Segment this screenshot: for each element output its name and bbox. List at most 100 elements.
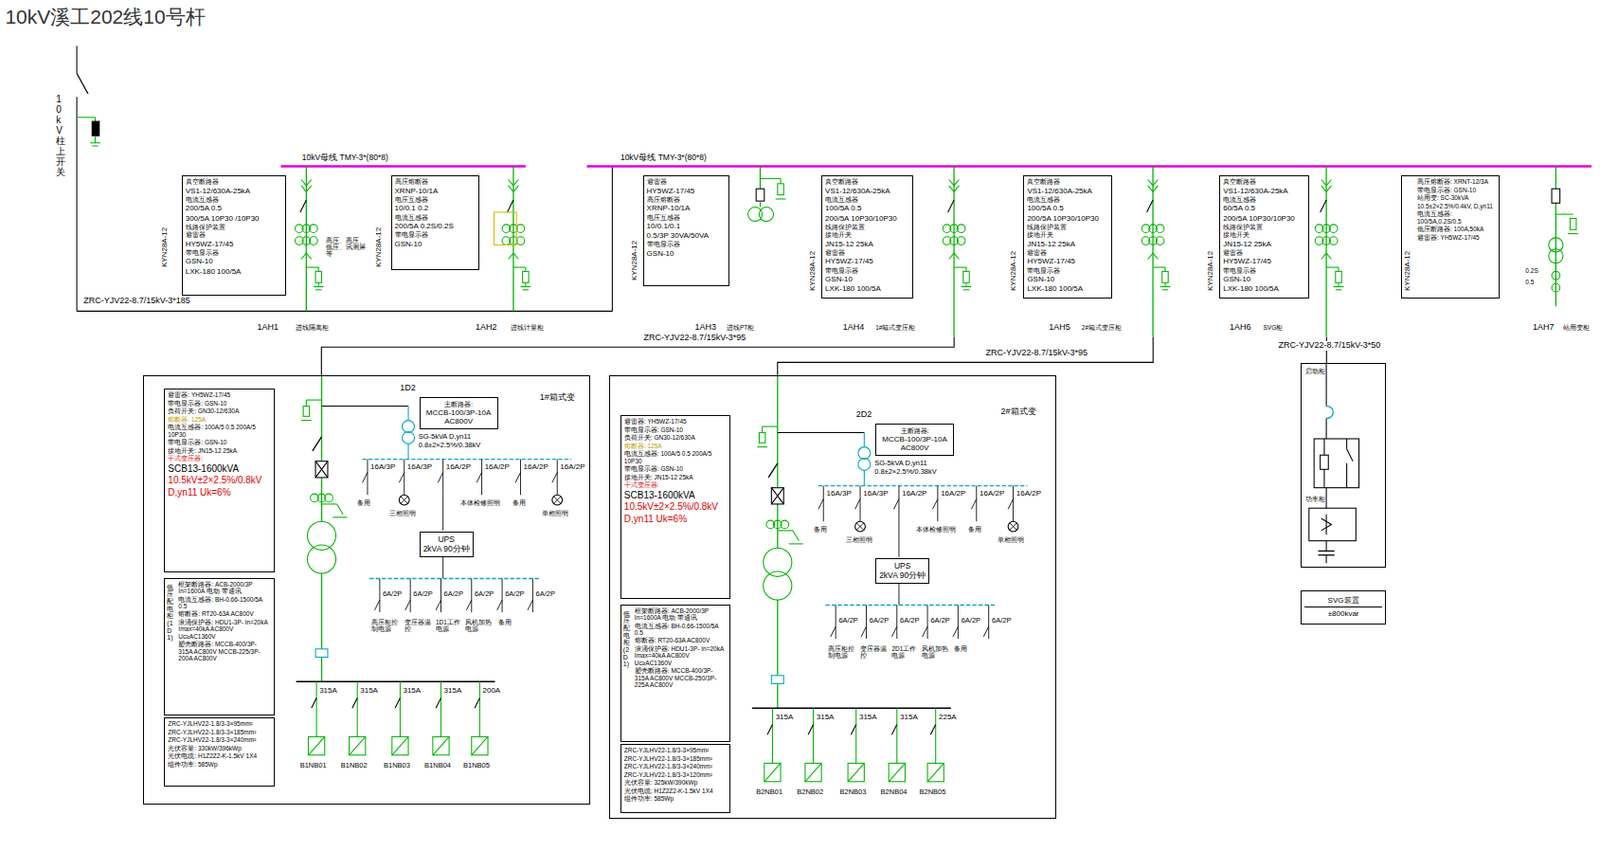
breaker-symbol [850,723,856,735]
wire [502,578,504,613]
wire [76,45,78,73]
spec-text: VS1-12/630A-25kA [185,186,283,196]
breaker-symbol [1147,199,1153,213]
wire [332,516,347,518]
annotation: 16A/2P [1016,489,1042,499]
fuse-symbol [315,461,328,478]
resistor-symbol [1320,454,1330,469]
spec-text: 线路保护装置 [825,223,910,231]
ct-symbol [1551,283,1561,292]
box-transformer-frame: 2#箱式变避雷器: YH5WZ-17/45带电显示器: GSN-10负荷开关: … [609,375,1057,818]
ct-symbol [516,224,525,234]
annotation: 风机加热电源 [465,618,494,632]
annotation: 315A [402,686,421,696]
ct-symbol [956,224,966,234]
pt-symbol [748,207,763,222]
wire [520,286,531,288]
spec-text: 200/5A 10P30/10P30 [825,214,910,223]
surge-arrester-symbol [1162,270,1169,283]
breaker-symbol [352,697,358,708]
spec-text: 高压熔断器: XRNT-12/3A [1417,178,1496,185]
cabinet-label: 1#箱式变压柜 [875,323,916,331]
annotation: 2D1工作电源 [891,645,918,659]
breaker-symbol [398,472,404,484]
annotation: KYN28A-12 [1009,251,1019,291]
wire [532,578,534,613]
spec-text: JN15-12 25kA [825,239,910,249]
annotation: 10kV母线 TMY-3*(80*8) [620,153,707,162]
annotation: 6A/2P [504,590,524,598]
spec-text: 带电显示器 [185,249,283,256]
spec-text: 带电显示器 [647,240,727,248]
cabinet-label: 进线隔离柜 [295,323,329,331]
wire [1160,286,1171,288]
spec-text: 低压断路器: 100A,50kA [1417,225,1496,233]
svg-device-box: SVG装置±800kvar [1300,590,1385,626]
spec-text: 熔断器: RT20-63A AC800V [178,610,270,617]
capacitor-symbol [1317,550,1334,552]
ups-box: UPS2kVA 90分钟 [419,531,474,558]
spec-text: 10.5kV±2×2.5%/0.8kV [167,474,270,486]
spec-table: 真空断路器VS1-12/630A-25kA电流互感器100/5A 0.5200/… [821,175,914,298]
spec-text: AC800V [423,416,495,426]
wire [988,605,989,640]
igbt-frame [1309,507,1357,540]
spec-text: 高压熔断器 [395,178,477,185]
spec-text: 200/5A 0.5 [185,203,283,213]
spec-text: 塑壳断路器: MCCB-400/3P-315A AC800V MCCB-225/… [178,640,270,662]
spec-text: 电流互感器 [395,214,477,221]
wire [440,578,442,613]
spec-text: GSN-10 [1026,274,1109,284]
earth-switch-symbol [792,530,799,541]
spec-text: 接地开关 [825,231,910,238]
ups-box: UPS2kVA 90分钟 [875,557,930,584]
breaker-symbol [948,199,954,213]
wire [760,178,782,180]
breaker-symbol [435,697,441,708]
wire [1337,282,1339,287]
aux-transformer-symbol [858,457,871,470]
spec-text: 干式变压器: [167,454,270,462]
surge-arrester-symbol [758,432,765,444]
lamp-symbol [1009,522,1018,531]
breaker-symbol [970,499,976,510]
spec-text: 电流互感器: BH-0.66-1500/5A 0.5 [178,595,270,611]
annotation: B1NB04 [424,761,451,770]
wire [301,419,312,421]
breaker-symbol [527,599,533,611]
annotation: 6A/2P [444,590,464,598]
lamp-symbol [552,494,563,505]
device-text: SVG装置 [1304,595,1382,605]
annotation: 高压柜控制电源 [827,645,857,659]
inverter-symbol [349,736,366,755]
wire [835,605,837,640]
wire [1346,463,1348,488]
annotation: B2NB03 [840,788,867,796]
spec-text: SCB13-1600kVA [167,463,270,475]
withdrawable-contact [508,179,520,193]
spec-text: 10.5kV±2×2.5%/0.8kV [624,501,727,513]
wire [313,286,324,288]
cabinet-label: 1AH2 [475,322,498,332]
annotation: 315A [775,713,794,722]
spec-table: 低压配电柜(2D1)框架断路器: ACB-2000/3P In=1600A 电动… [620,604,731,742]
transformer-symbol [306,521,336,550]
wire [407,406,409,421]
spec-text: ZRC-YJLHV22-1.8/3-3×95mm² [167,719,270,727]
spec-text: 10.5±2×2.5%/0.4kV, D,yn11 [1417,202,1496,210]
start-circuit-frame [1313,438,1359,488]
wire [762,426,778,428]
annotation: 16A/3P [862,489,888,499]
spec-text: GSN-10 [1222,274,1306,284]
cabinet-label: 站用变柜 [1563,323,1590,331]
spec-text: 熔断器: RT20-63A AC800V [634,636,727,644]
wire [432,736,450,755]
spec-text: ZRC-YJLHV22-1.8/3-3×240mm² [624,762,727,770]
spec-text: MCCB-100/3P-10A [879,434,951,444]
spec-text: 接地开关 [1026,231,1109,238]
spec-text: 熔断器: 125A [167,415,270,423]
annotation: 16A/2P [940,489,966,499]
spec-text: 带电显示器: GSN-10 [167,399,270,407]
wire [812,707,814,763]
wire [776,599,778,708]
